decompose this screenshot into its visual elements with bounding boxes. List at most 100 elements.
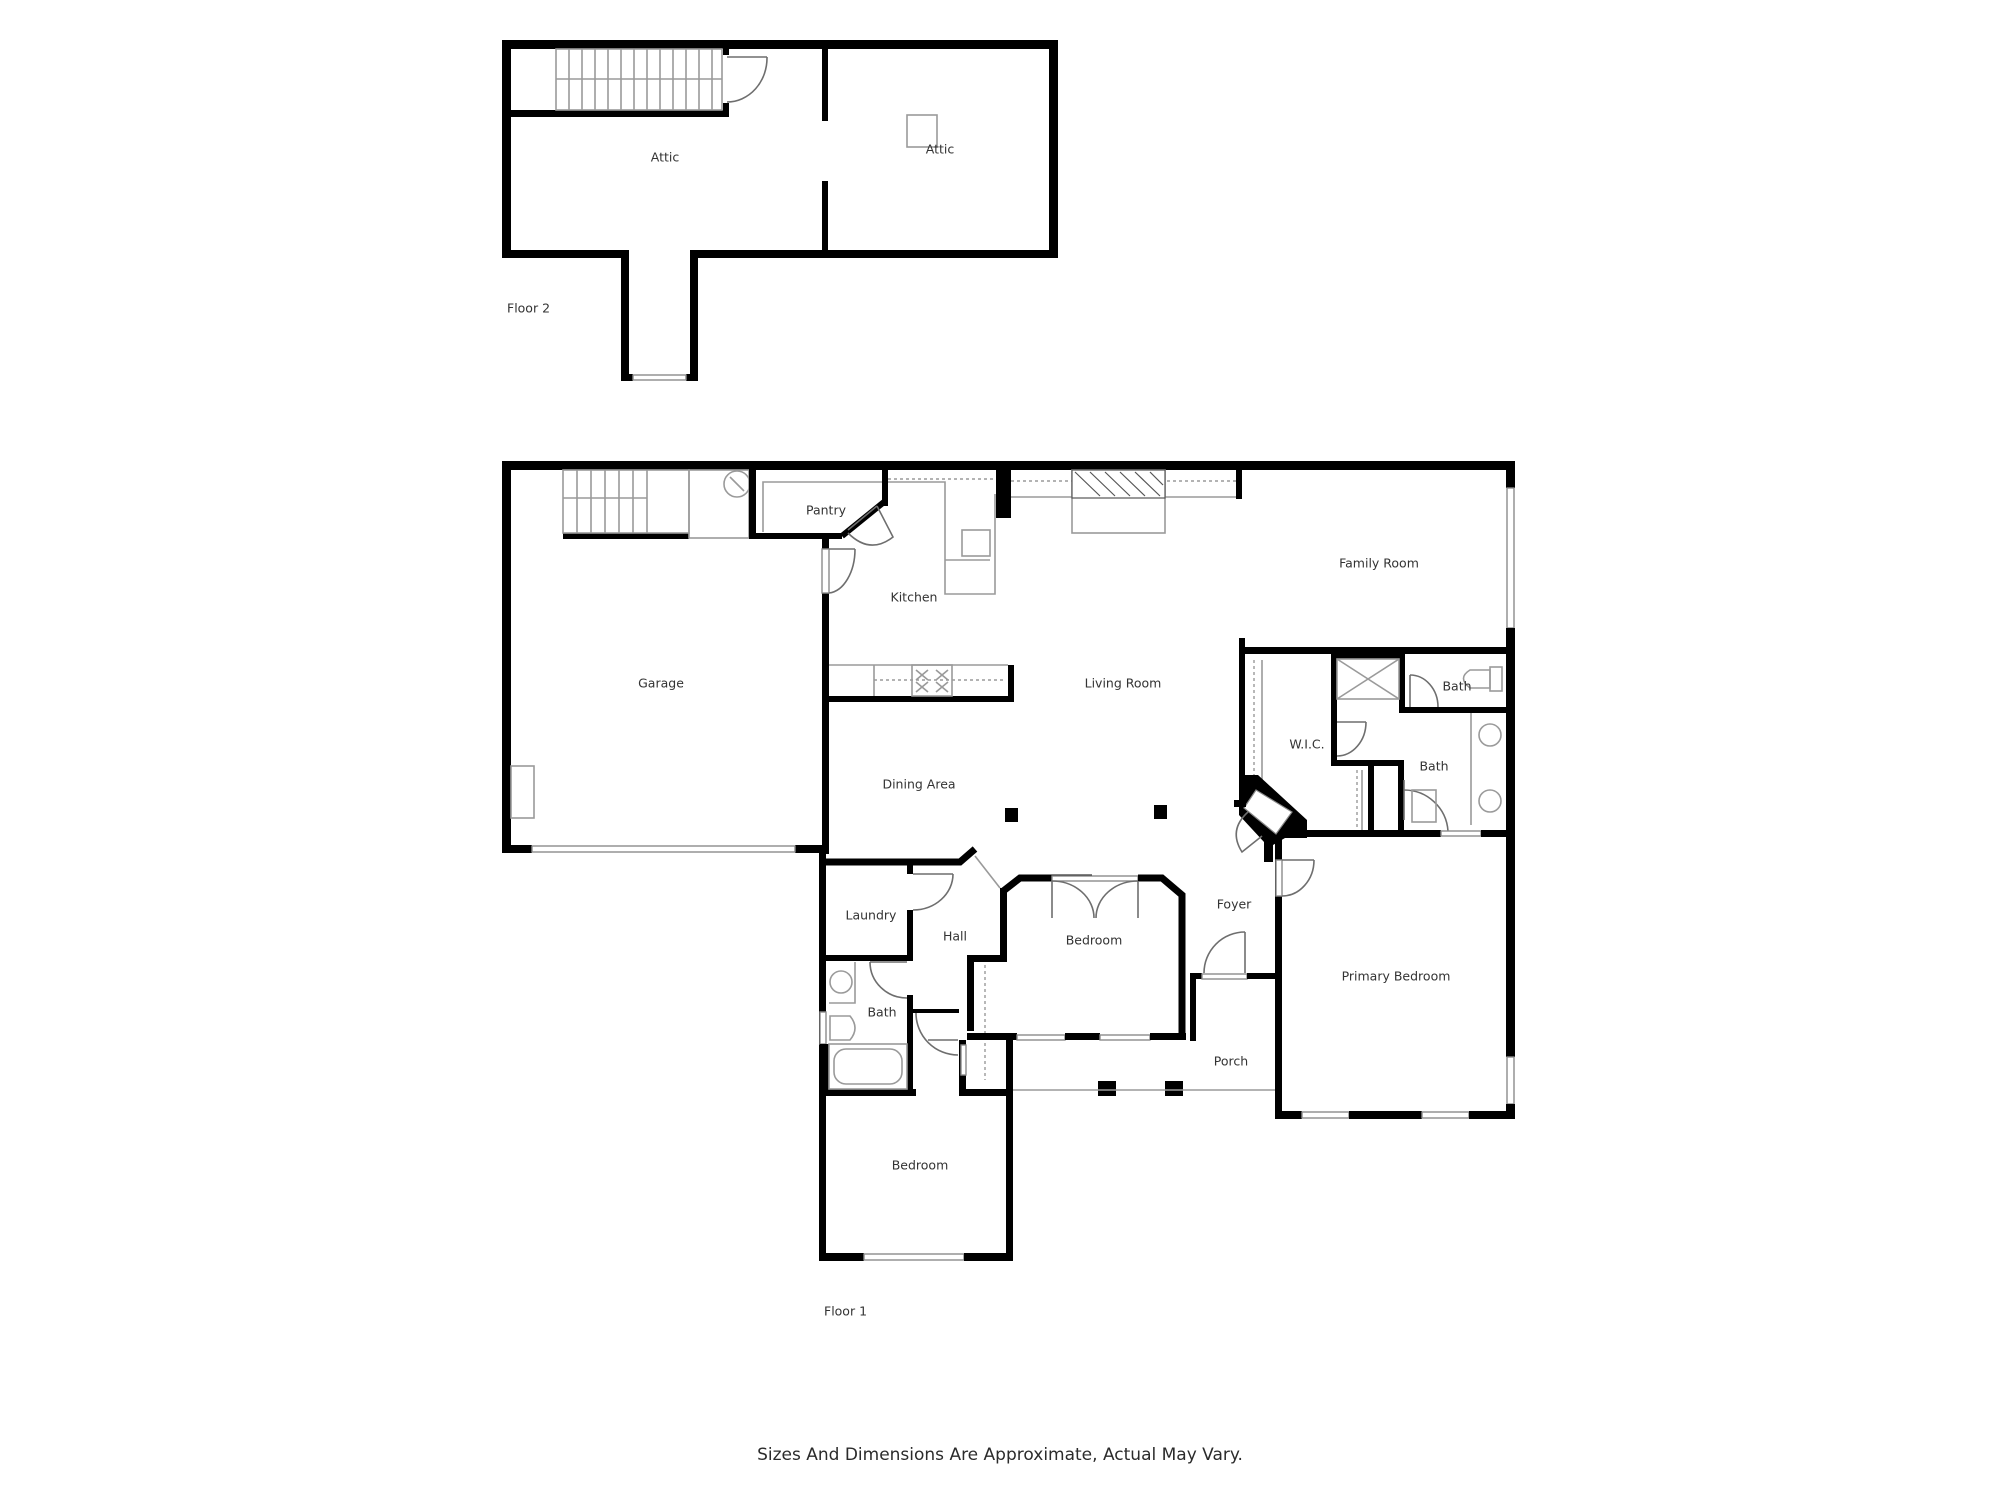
bathtub-icon	[820, 1043, 908, 1090]
wall	[1247, 973, 1277, 979]
wall	[690, 250, 698, 381]
wall	[502, 40, 1058, 49]
wall	[1236, 466, 1242, 499]
wall	[1331, 654, 1337, 766]
wall	[882, 466, 888, 506]
sink-icon	[829, 962, 856, 1004]
wall	[1190, 973, 1202, 979]
door-icon	[1403, 780, 1449, 832]
wall	[1399, 654, 1405, 712]
floor-1-plan	[502, 461, 1515, 1261]
wall	[563, 533, 689, 539]
attic-hatch-icon	[906, 114, 938, 148]
stairs-icon	[555, 48, 723, 111]
wall	[819, 1253, 864, 1261]
wall	[1506, 628, 1515, 1057]
wall	[907, 862, 913, 874]
wall	[621, 374, 633, 381]
wall	[749, 466, 756, 539]
disclaimer-text: Sizes And Dimensions Are Approximate, Ac…	[757, 1445, 1243, 1465]
wall	[1138, 874, 1186, 1040]
wall	[1399, 707, 1506, 713]
wall	[822, 181, 828, 253]
wall	[1006, 1040, 1013, 1260]
window	[1506, 1056, 1515, 1105]
wall	[967, 955, 974, 1031]
stairs-icon	[562, 469, 750, 539]
wall	[1368, 765, 1374, 831]
window	[1051, 875, 1139, 882]
wall	[1000, 888, 1007, 962]
door-icon	[915, 1012, 959, 1056]
door-icon	[869, 961, 908, 999]
wall	[1239, 638, 1245, 788]
room-label-primary-bedroom: Primary Bedroom	[1342, 969, 1451, 984]
garage-door	[531, 845, 796, 853]
wall	[1190, 979, 1196, 1041]
wall	[502, 845, 532, 853]
wall	[502, 40, 511, 258]
column	[1005, 808, 1018, 822]
wall	[822, 45, 828, 121]
stove-icon	[911, 664, 953, 697]
wall	[907, 910, 913, 960]
wall	[1234, 800, 1246, 807]
toilet-icon	[819, 1011, 856, 1045]
floor-1-label: Floor 1	[824, 1304, 867, 1319]
room-label-porch: Porch	[1214, 1054, 1248, 1069]
door-icon	[1203, 931, 1246, 974]
door-icon	[912, 873, 954, 911]
toilet-icon	[1462, 666, 1503, 692]
room-label-family-room: Family Room	[1339, 556, 1419, 571]
window	[632, 374, 687, 381]
wall	[1008, 665, 1014, 702]
window	[1301, 1111, 1350, 1119]
door-icon	[1235, 811, 1263, 854]
wall	[967, 1033, 1017, 1040]
wall	[1331, 760, 1404, 766]
wall	[621, 250, 629, 381]
room-label-attic-west: Attic	[651, 150, 680, 165]
door-icon	[1336, 721, 1367, 757]
wall	[1049, 40, 1058, 258]
window	[1016, 1034, 1066, 1041]
wall	[502, 461, 1515, 470]
water-heater-icon	[723, 470, 751, 498]
room-label-pantry: Pantry	[806, 503, 847, 518]
wall	[826, 696, 1014, 702]
sink-icon	[1470, 713, 1502, 825]
window	[960, 1044, 967, 1076]
wall	[1481, 830, 1515, 837]
room-label-attic-east: Attic	[926, 142, 955, 157]
room-label-hall: Hall	[943, 929, 967, 944]
wall	[1275, 1111, 1302, 1119]
window	[1506, 487, 1515, 629]
wall	[822, 534, 829, 854]
wall	[1239, 647, 1515, 654]
wall	[1398, 760, 1404, 831]
column	[1165, 1081, 1183, 1096]
wall	[826, 846, 978, 866]
column	[1154, 805, 1167, 819]
shower-icon	[1336, 658, 1400, 700]
wall	[1469, 1111, 1515, 1119]
wall	[502, 461, 511, 853]
room-label-wic: W.I.C.	[1289, 737, 1324, 752]
sink-icon	[961, 529, 991, 557]
door-icon	[726, 56, 768, 103]
wall	[749, 533, 842, 539]
wall	[1275, 838, 1282, 1119]
door-icon	[1275, 859, 1315, 897]
wall	[959, 1089, 1009, 1096]
room-label-dining-area: Dining Area	[882, 777, 955, 792]
room-label-living-room: Living Room	[1085, 676, 1162, 691]
wall	[795, 845, 829, 853]
window	[1421, 1111, 1470, 1119]
wall	[1150, 1033, 1186, 1040]
entry-door	[1243, 789, 1293, 835]
wall	[967, 955, 1007, 962]
wall	[690, 250, 1058, 258]
room-label-bedroom-center: Bedroom	[1066, 933, 1123, 948]
door-icon	[821, 548, 856, 594]
